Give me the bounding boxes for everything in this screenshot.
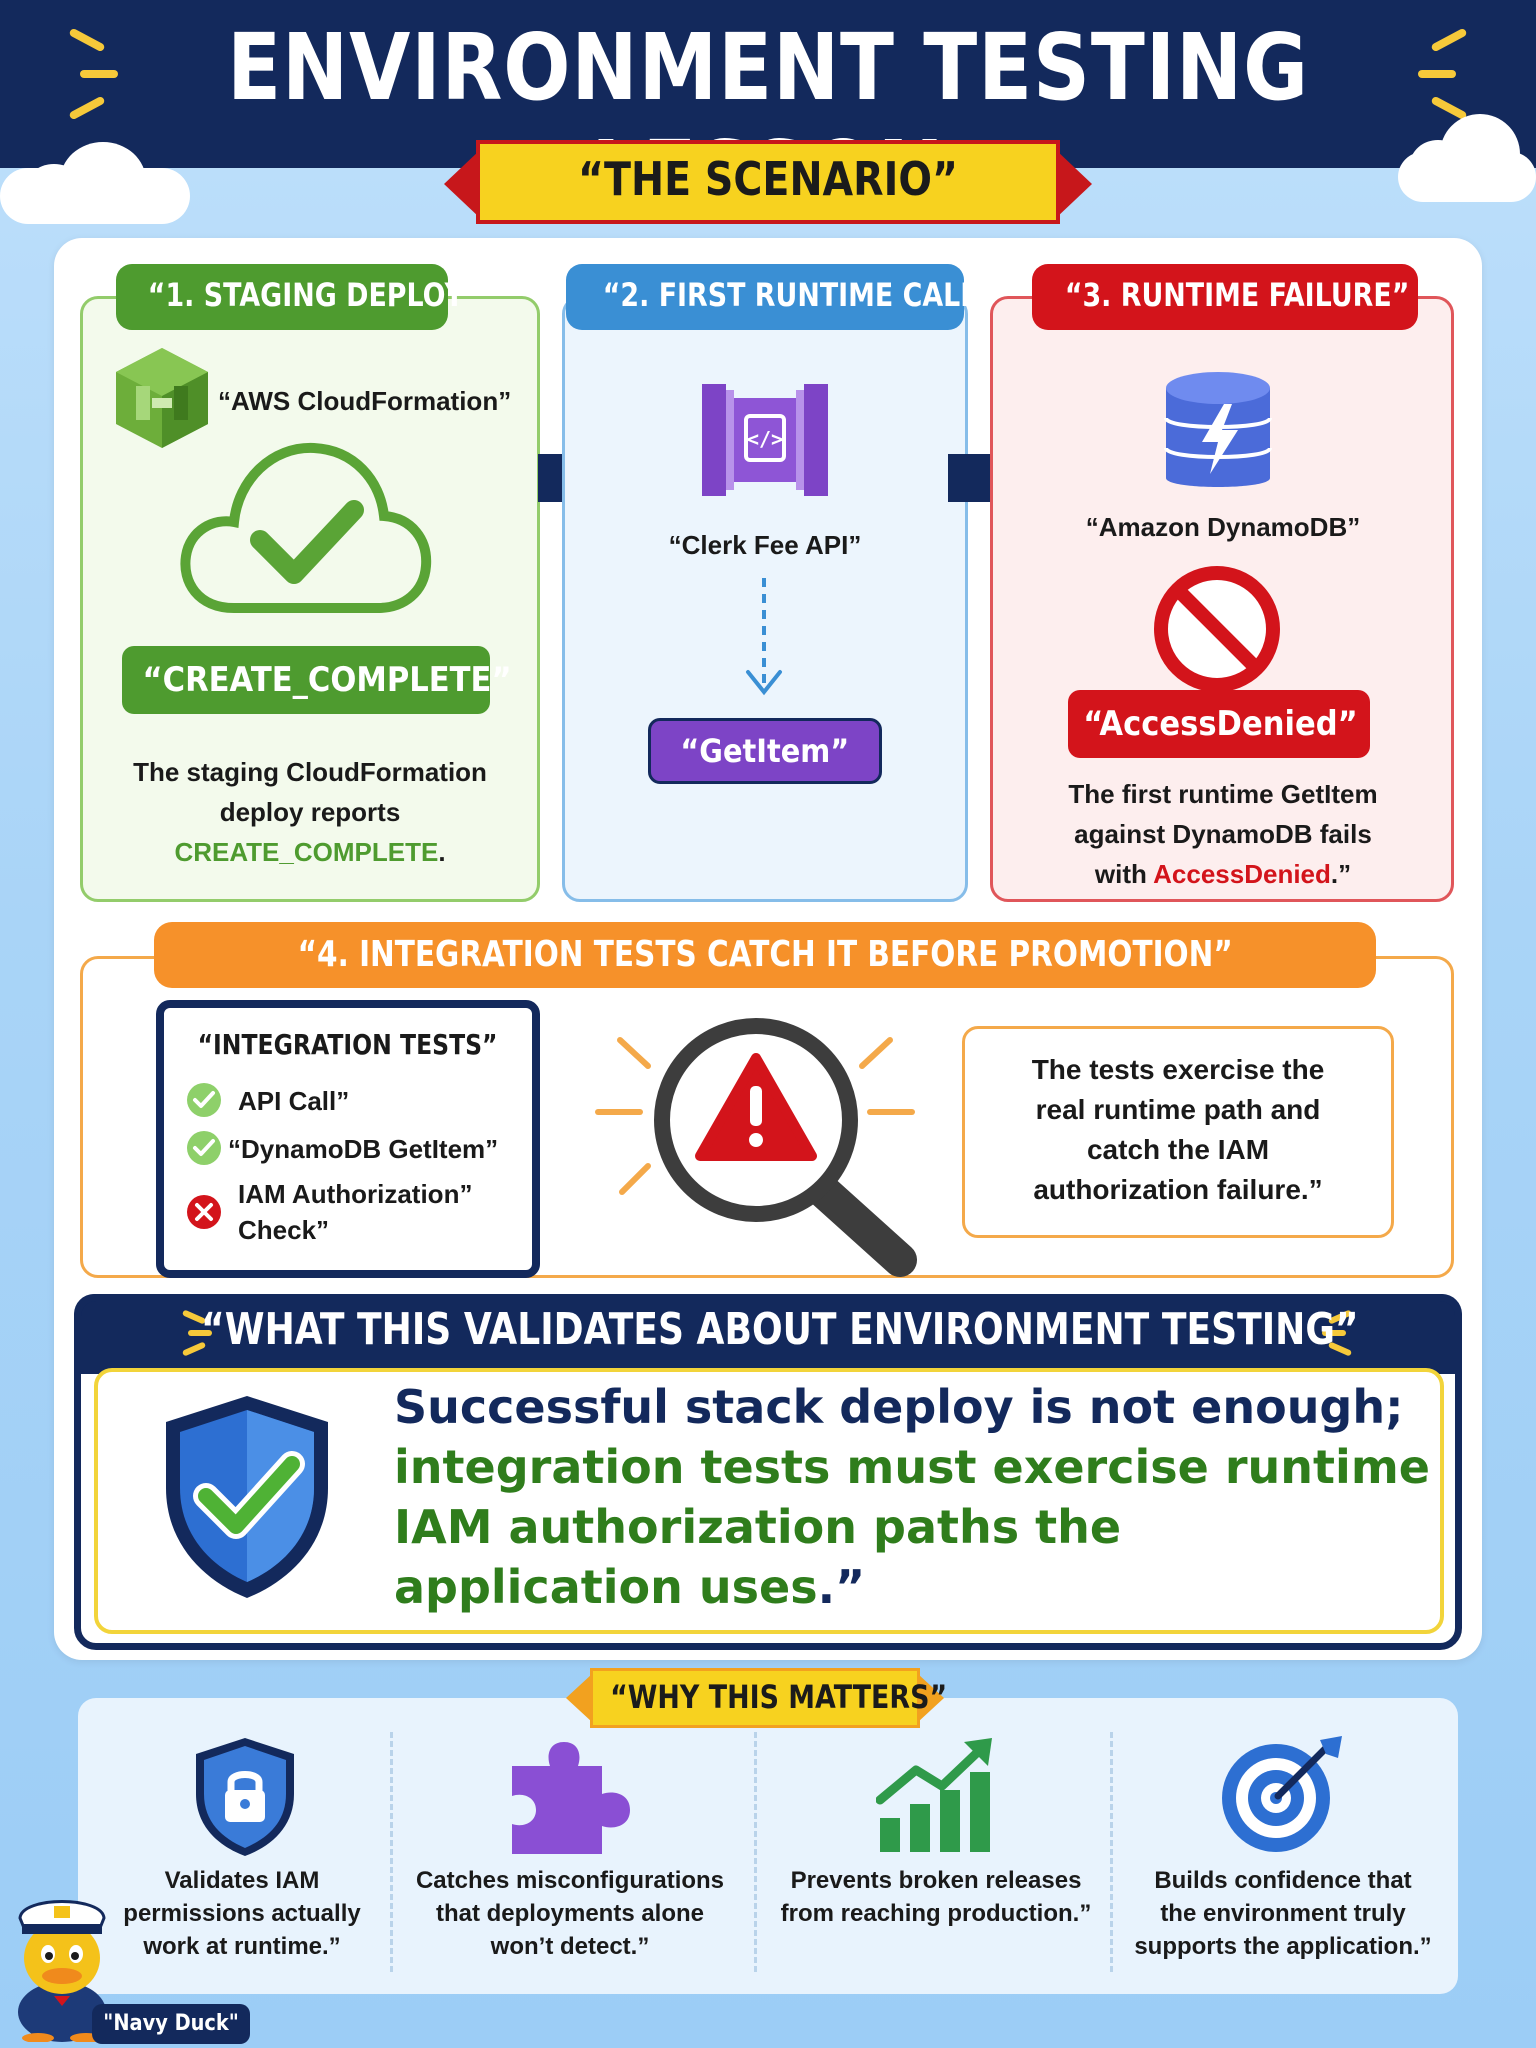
check-api-call: API Call” xyxy=(238,1086,350,1116)
check-pass-icon xyxy=(187,1131,221,1165)
validates-heading: “WHAT THIS VALIDATES ABOUT ENVIRONMENT T… xyxy=(201,1304,1359,1355)
cloudformation-label: “AWS CloudFormation” xyxy=(218,386,512,416)
navy-duck-label: "Navy Duck" xyxy=(92,2004,250,2044)
check-iam-authorization: IAM Authorization” Check” xyxy=(238,1179,473,1245)
puzzle-icon xyxy=(512,1742,630,1854)
why-this-matters-panel xyxy=(78,1698,1458,1994)
integration-tests-checklist xyxy=(156,1000,540,1278)
check-pass-icon xyxy=(187,1083,221,1117)
svg-text:</>: </> xyxy=(747,427,783,451)
clerk-fee-api-label: “Clerk Fee API” xyxy=(668,530,862,560)
staging-deploy-description: The staging CloudFormation deploy report… xyxy=(133,757,487,867)
validates-heading-bar xyxy=(74,1294,1462,1374)
magnifier-alert-icon xyxy=(595,1018,917,1277)
shield-check-icon xyxy=(166,1396,328,1598)
first-runtime-call-label: “2. FIRST RUNTIME CALL” xyxy=(566,264,989,330)
navy-duck-mascot-icon xyxy=(18,1900,106,2042)
tests-result-text: The tests exercise the real runtime path… xyxy=(1031,1054,1325,1205)
growth-chart-icon xyxy=(876,1738,992,1852)
right-sparkle-icon xyxy=(1402,27,1472,121)
lock-shield-icon xyxy=(196,1738,294,1856)
runtime-failure-label: “3. RUNTIME FAILURE” xyxy=(1032,264,1418,330)
scenario-ribbon: “THE SCENARIO” xyxy=(444,140,1092,224)
dynamodb-icon xyxy=(1164,372,1272,487)
check-fail-icon xyxy=(187,1195,221,1229)
integration-tests-title: “INTEGRATION TESTS” xyxy=(198,1028,498,1061)
runtime-failure-description: The first runtime GetItem against Dynamo… xyxy=(1068,779,1378,889)
validates-frame xyxy=(74,1294,1462,1650)
left-sparkle-icon xyxy=(64,27,134,121)
dashed-down-arrow-icon xyxy=(746,578,782,696)
validates-line-1: Successful stack deploy is not enough; xyxy=(394,1380,1404,1434)
target-icon xyxy=(1222,1736,1342,1852)
why-divider xyxy=(754,1732,757,1972)
dynamodb-label: “Amazon DynamoDB” xyxy=(1085,512,1361,542)
integration-tests-heading: “4. INTEGRATION TESTS CATCH IT BEFORE PR… xyxy=(154,922,1376,988)
api-gateway-icon: </> xyxy=(702,384,828,496)
right-accent-icon xyxy=(1316,1309,1356,1357)
why-this-matters-ribbon: “WHY THIS MATTERS” xyxy=(566,1668,947,1728)
validates-line-3: IAM authorization paths the xyxy=(394,1500,1122,1554)
cloudformation-icon xyxy=(116,348,208,448)
access-denied-badge: “AccessDenied” xyxy=(1068,690,1370,758)
check-dynamodb-getitem: “DynamoDB GetItem” xyxy=(228,1134,499,1164)
staging-deploy-label: “1. STAGING DEPLOY” xyxy=(116,264,482,330)
cloud-check-icon xyxy=(180,442,432,613)
tests-result-box xyxy=(962,1026,1394,1238)
why-divider xyxy=(1110,1732,1113,1972)
right-cloud-icon xyxy=(1390,106,1536,206)
create-complete-badge: “CREATE_COMPLETE” xyxy=(122,646,512,714)
scenario-ribbon-label: “THE SCENARIO” xyxy=(578,152,958,206)
getitem-call-badge: “GetItem” xyxy=(648,718,882,784)
left-accent-icon xyxy=(180,1309,220,1357)
why-divider xyxy=(390,1732,393,1972)
left-cloud-icon xyxy=(0,128,200,228)
validates-line-2: integration tests must exercise runtime xyxy=(394,1440,1430,1494)
prohibited-icon xyxy=(1154,566,1280,692)
validates-line-4: application uses.” xyxy=(394,1560,866,1614)
